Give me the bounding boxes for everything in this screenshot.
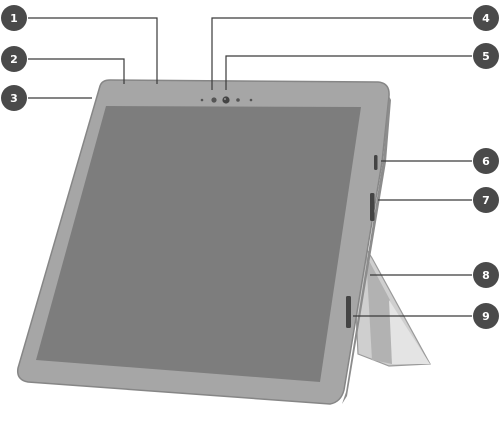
callout-number-7: 7	[482, 194, 490, 207]
callout-number-6: 6	[482, 155, 490, 168]
callout-number-2: 2	[10, 53, 18, 66]
callout-badge-1: 1	[1, 5, 27, 31]
callout-badge-4: 4	[473, 5, 499, 31]
ir-sensor	[211, 97, 216, 102]
callout-number-8: 8	[482, 269, 490, 282]
callout-badge-8: 8	[473, 262, 499, 288]
ir-emitter	[236, 98, 240, 102]
microsd-card-reader	[346, 296, 351, 328]
callout-number-5: 5	[482, 50, 490, 63]
usb-c-port	[374, 155, 378, 170]
callout-number-4: 4	[482, 12, 490, 25]
callout-badge-9: 9	[473, 303, 499, 329]
callout-badge-6: 6	[473, 148, 499, 174]
callout-badge-5: 5	[473, 43, 499, 69]
callout-badge-3: 3	[1, 85, 27, 111]
callout-number-3: 3	[10, 92, 18, 105]
surface-connect-port	[370, 193, 375, 221]
microphone-dot-left	[201, 99, 204, 102]
callout-badge-2: 2	[1, 46, 27, 72]
leader-line-1	[28, 18, 157, 84]
microphone-dot-right	[250, 99, 253, 102]
callout-number-1: 1	[10, 12, 18, 25]
callout-number-9: 9	[482, 310, 490, 323]
leader-line-4	[212, 18, 472, 90]
front-camera-lens	[222, 96, 229, 103]
front-camera-lens-highlight	[224, 98, 226, 100]
callout-badge-7: 7	[473, 187, 499, 213]
